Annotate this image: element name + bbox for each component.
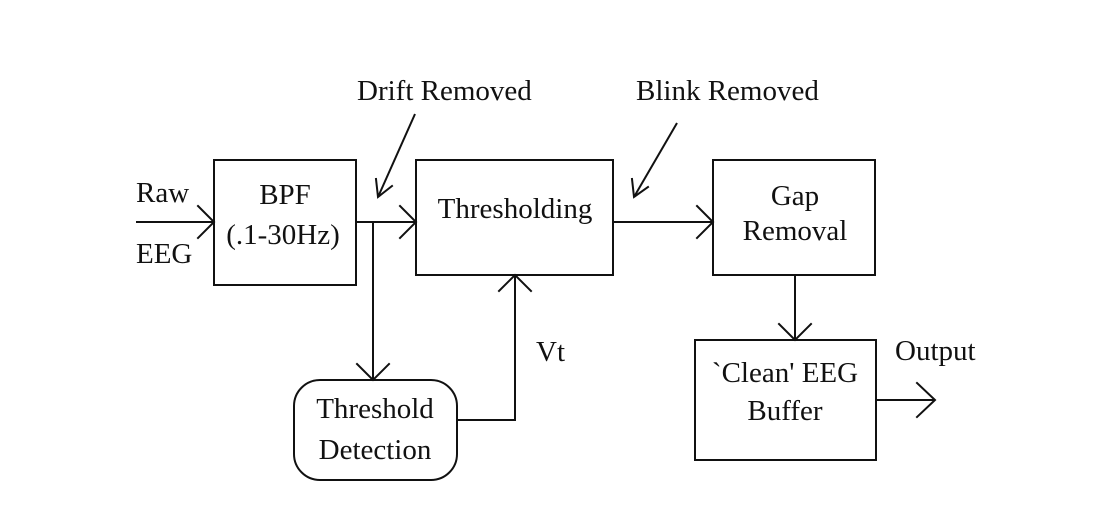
blink-removed-pointer-line [633, 122, 678, 198]
clean-eeg-buffer-block [694, 339, 877, 461]
threshold-detection-block [293, 379, 458, 481]
bpf-title: BPF [259, 179, 311, 211]
output-label: Output [895, 335, 976, 367]
gap-to-buffer-arrowhead [777, 322, 813, 342]
clean-buffer-line1: `Clean' EEG [712, 357, 858, 389]
output-arrowhead [915, 381, 937, 419]
bpf-block [213, 159, 357, 286]
blink-removed-pointer-head [630, 177, 650, 199]
vt-feedback-line [457, 275, 516, 421]
gap-removal-line2: Removal [743, 215, 848, 247]
input-arrowhead [196, 204, 216, 240]
input-raw-label: Raw [136, 177, 189, 209]
threshold-detection-line1: Threshold [316, 393, 434, 425]
drift-removed-pointer-line [377, 113, 416, 198]
threshold-detection-line2: Detection [319, 434, 432, 466]
thresholding-block [415, 159, 614, 276]
vt-label: Vt [536, 336, 565, 368]
blink-removed-label: Blink Removed [636, 75, 819, 107]
drift-removed-pointer-head [374, 177, 394, 199]
vt-feedback-arrowhead [497, 273, 533, 293]
thresholding-to-gap-arrowhead [695, 204, 715, 240]
drift-removed-label: Drift Removed [357, 75, 532, 107]
clean-buffer-line2: Buffer [747, 395, 823, 427]
bpf-band: (.1-30Hz) [226, 219, 340, 251]
branch-to-detection-arrowhead [355, 362, 391, 382]
gap-removal-block [712, 159, 876, 276]
thresholding-label: Thresholding [438, 193, 593, 225]
input-eeg-label: EEG [136, 238, 192, 270]
gap-removal-line1: Gap [771, 180, 819, 212]
bpf-to-thresholding-arrowhead [398, 204, 418, 240]
